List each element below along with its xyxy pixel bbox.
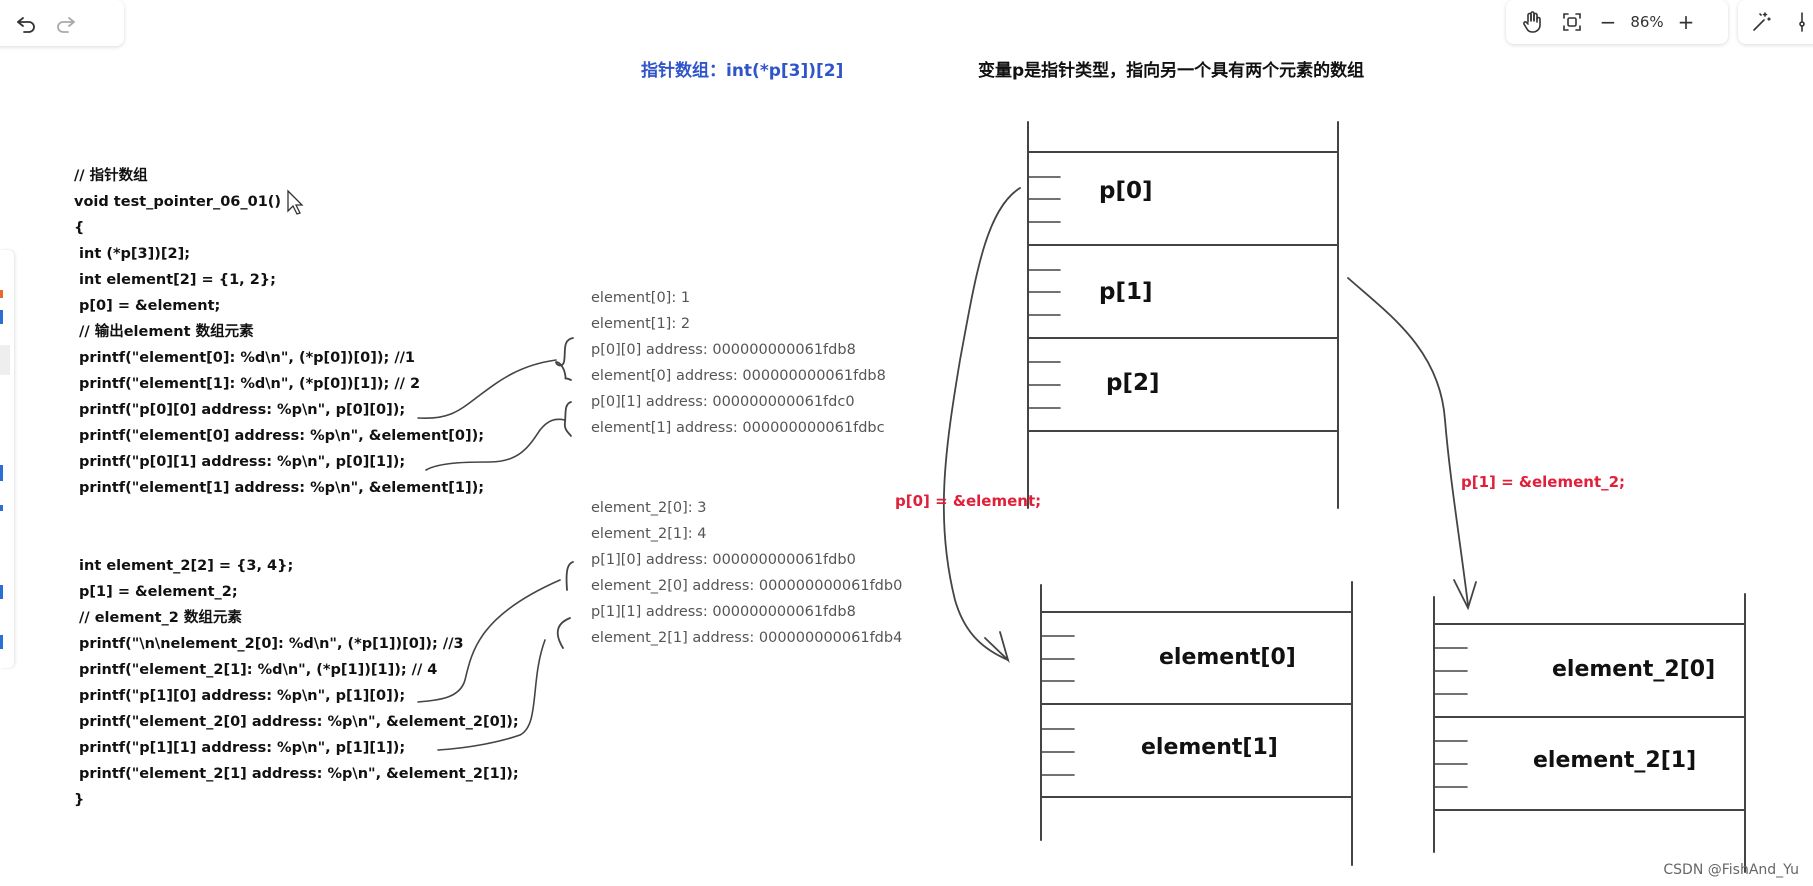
code-line: printf("element_2[1] address: %p\n", &el…: [74, 766, 519, 782]
panel-indicator: [0, 585, 3, 599]
code-block: // 指针数组 void test_pointer_06_01() { int (*…: [74, 163, 519, 813]
output-line: element_2[1]: 4: [591, 526, 707, 542]
connector-1: [417, 359, 557, 420]
redo-icon: [57, 17, 75, 33]
pen-button[interactable]: [1782, 2, 1813, 42]
code-line: int (*p[3])[2];: [74, 246, 191, 262]
element-array-box: [1040, 581, 1353, 866]
code-line: {: [74, 220, 85, 236]
cell-label-element0: element[0]: [1159, 645, 1296, 670]
code-line: printf("\n\nelement_2[0]: %d\n", (*p[1])…: [74, 636, 464, 652]
panel-indicator: [0, 465, 3, 481]
brace-bottom: [563, 401, 572, 437]
zoom-in-button[interactable]: +: [1670, 2, 1702, 42]
cell-label-element1: element[1]: [1141, 735, 1278, 760]
output-line: p[1][0] address: 000000000061fdb0: [591, 552, 856, 568]
panel-indicator: [0, 345, 10, 375]
code-line: printf("element_2[1]: %d\n", (*p[1])[1])…: [74, 662, 438, 678]
output-line: p[1][1] address: 000000000061fdb8: [591, 604, 856, 620]
output-line: element[1] address: 000000000061fdbc: [591, 420, 885, 436]
output-line: p[0][0] address: 000000000061fdb8: [591, 342, 856, 358]
code-line: void test_pointer_06_01(): [74, 194, 282, 210]
watermark: CSDN @FishAnd_Yu: [1663, 862, 1799, 878]
zoom-level[interactable]: 86%: [1630, 13, 1664, 31]
arrow-p0-to-element: [942, 187, 1021, 661]
arrow-head-left: [984, 631, 1010, 663]
code-line: printf("element[1]: %d\n", (*p[0])[1]); …: [74, 376, 421, 392]
code-line: printf("element[1] address: %p\n", &elem…: [74, 480, 485, 496]
tools-toolbar: [1738, 0, 1813, 44]
output-line: p[0][1] address: 000000000061fdc0: [591, 394, 855, 410]
brace-3: [565, 561, 574, 591]
code-line: printf("p[1][1] address: %p\n", p[1][1])…: [74, 740, 406, 756]
code-line: printf("p[0][0] address: %p\n", p[0][0])…: [74, 402, 406, 418]
code-line: p[1] = &element_2;: [74, 584, 238, 600]
annotation-p0-assign: p[0] = &element;: [895, 492, 1042, 510]
output-line: element_2[0]: 3: [591, 500, 707, 516]
panel-indicator: [0, 290, 3, 298]
arrow-p1-to-element2: [1347, 277, 1469, 606]
connector-2: [425, 418, 566, 471]
view-toolbar: − 86% +: [1506, 0, 1728, 44]
output-block-1: element[0]: 1 element[1]: 2 p[0][0] addres…: [591, 285, 886, 441]
fit-view-button[interactable]: [1552, 2, 1592, 42]
panel-indicator: [0, 635, 3, 649]
code-line: // element_2 数组元素: [74, 610, 242, 626]
panel-indicator: [0, 505, 3, 511]
array-declaration-title: 指针数组：int(*p[3])[2]: [641, 61, 844, 81]
undo-icon: [17, 17, 35, 33]
panel-indicator: [0, 310, 3, 324]
code-line: printf("element_2[0] address: %p\n", &el…: [74, 714, 519, 730]
output-line: element_2[0] address: 000000000061fdb0: [591, 578, 903, 594]
code-line: // 指针数组: [74, 168, 148, 184]
output-block-2: element_2[0]: 3 element_2[1]: 4 p[1][0] ad…: [591, 495, 902, 651]
magic-button[interactable]: [1742, 2, 1782, 42]
code-line: }: [74, 792, 85, 808]
code-line: printf("p[0][1] address: %p\n", p[0][1])…: [74, 454, 406, 470]
code-line: printf("element[0]: %d\n", (*p[0])[0]); …: [74, 350, 416, 366]
cell-label-p0: p[0]: [1099, 178, 1153, 204]
zoom-out-button[interactable]: −: [1592, 2, 1624, 42]
brace-4: [556, 617, 571, 649]
cell-label-p1: p[1]: [1099, 279, 1153, 305]
arrow-head-right: [1453, 579, 1477, 611]
redo-button[interactable]: [46, 3, 86, 43]
code-line: p[0] = &element;: [74, 298, 221, 314]
cell-label-p2: p[2]: [1106, 370, 1160, 396]
zoom-out-label: −: [1599, 10, 1617, 34]
output-line: element[0]: 1: [591, 290, 691, 306]
hand-icon: [1523, 11, 1541, 33]
output-line: element[1]: 2: [591, 316, 691, 332]
code-line: printf("element[0] address: %p\n", &elem…: [74, 428, 485, 444]
left-side-panel[interactable]: [0, 250, 14, 668]
annotation-p1-assign: p[1] = &element_2;: [1461, 473, 1626, 491]
magic-wand-icon: [1753, 12, 1771, 31]
code-line: int element[2] = {1, 2};: [74, 272, 276, 288]
cell-label-element2-1: element_2[1]: [1533, 748, 1697, 773]
history-toolbar: [0, 0, 124, 46]
p-array-box: [1027, 121, 1339, 509]
hand-tool-button[interactable]: [1512, 2, 1552, 42]
element2-array-box: [1433, 593, 1746, 873]
brace-top: [555, 337, 574, 381]
cell-label-element2-0: element_2[0]: [1552, 657, 1716, 682]
connector-3: [417, 579, 561, 703]
code-line: int element_2[2] = {3, 4};: [74, 558, 294, 574]
fit-view-icon: [1563, 13, 1581, 31]
code-line: // 输出element 数组元素: [74, 324, 254, 340]
pen-icon: [1799, 12, 1805, 32]
output-line: element[0] address: 000000000061fdb8: [591, 368, 886, 384]
output-line: element_2[1] address: 000000000061fdb4: [591, 630, 903, 646]
mouse-cursor-icon: [287, 189, 304, 215]
zoom-in-label: +: [1677, 10, 1695, 34]
code-line: printf("p[1][0] address: %p\n", p[1][0])…: [74, 688, 406, 704]
description-title: 变量p是指针类型，指向另一个具有两个元素的数组: [978, 61, 1365, 81]
connector-4: [437, 639, 546, 751]
undo-button[interactable]: [6, 3, 46, 43]
